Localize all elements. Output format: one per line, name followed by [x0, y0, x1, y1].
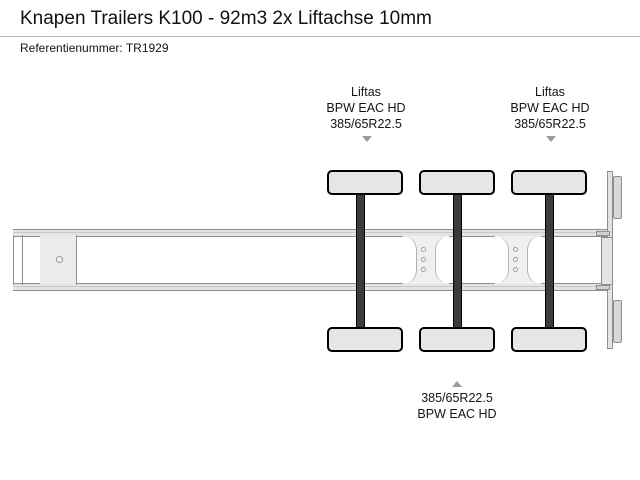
callout-axle-2-line1: 385/65R22.5: [421, 391, 493, 405]
bracket-bolt-hole: [421, 257, 426, 262]
reference-number: Referentienummer: TR1929: [20, 41, 169, 55]
wheel-axle-3-left: [511, 170, 587, 195]
bracket-edge-right: [435, 236, 449, 284]
axle-beam-3: [545, 190, 554, 336]
bracket-bolt-hole: [513, 257, 518, 262]
arrow-down-icon-axle-3: [546, 136, 556, 142]
bracket-edge-right: [527, 236, 541, 284]
bracket-bolt-hole: [421, 267, 426, 272]
bracket-bolt-hole: [513, 247, 518, 252]
bracket-bolt-hole: [513, 267, 518, 272]
callout-axle-2: 385/65R22.5 BPW EAC HD: [377, 390, 537, 422]
callout-axle-2-line2: BPW EAC HD: [417, 407, 497, 421]
bracket-edge-left: [403, 236, 417, 284]
wheel-axle-1-left: [327, 170, 403, 195]
chassis-frame: [13, 229, 610, 291]
wheel-axle-1-right: [327, 327, 403, 352]
arrow-down-icon-axle-1: [362, 136, 372, 142]
suspension-bracket-2: [495, 236, 541, 284]
callout-axle-3: Liftas BPW EAC HD 385/65R22.5: [470, 84, 630, 132]
rear-crossmember-top: [596, 231, 610, 236]
suspension-bracket-1: [403, 236, 449, 284]
header-divider: [0, 36, 640, 37]
axle-beam-2: [453, 190, 462, 336]
callout-axle-3-line3: 385/65R22.5: [514, 117, 586, 131]
rear-frame-center: [601, 237, 613, 285]
rear-crossmember-bottom: [596, 285, 610, 290]
bracket-edge-left: [495, 236, 509, 284]
chassis-bottom-rail: [13, 283, 610, 291]
kingpin-icon: [56, 256, 63, 263]
callout-axle-3-line1: Liftas: [535, 85, 565, 99]
page-title: Knapen Trailers K100 - 92m3 2x Liftachse…: [20, 8, 432, 29]
callout-axle-1-line1: Liftas: [351, 85, 381, 99]
rear-bumper-tab-bottom: [613, 300, 622, 343]
wheel-axle-2-right: [419, 327, 495, 352]
axle-beam-1: [356, 190, 365, 336]
callout-axle-1-line3: 385/65R22.5: [330, 117, 402, 131]
gooseneck-divider-1: [22, 235, 23, 285]
callout-axle-1: Liftas BPW EAC HD 385/65R22.5: [286, 84, 446, 132]
callout-axle-3-line2: BPW EAC HD: [510, 101, 590, 115]
arrow-up-icon-axle-2: [452, 381, 462, 387]
chassis-top-rail: [13, 229, 610, 237]
wheel-axle-3-right: [511, 327, 587, 352]
rear-bumper-tab-top: [613, 176, 622, 219]
bracket-bolt-hole: [421, 247, 426, 252]
callout-axle-1-line2: BPW EAC HD: [326, 101, 406, 115]
wheel-axle-2-left: [419, 170, 495, 195]
